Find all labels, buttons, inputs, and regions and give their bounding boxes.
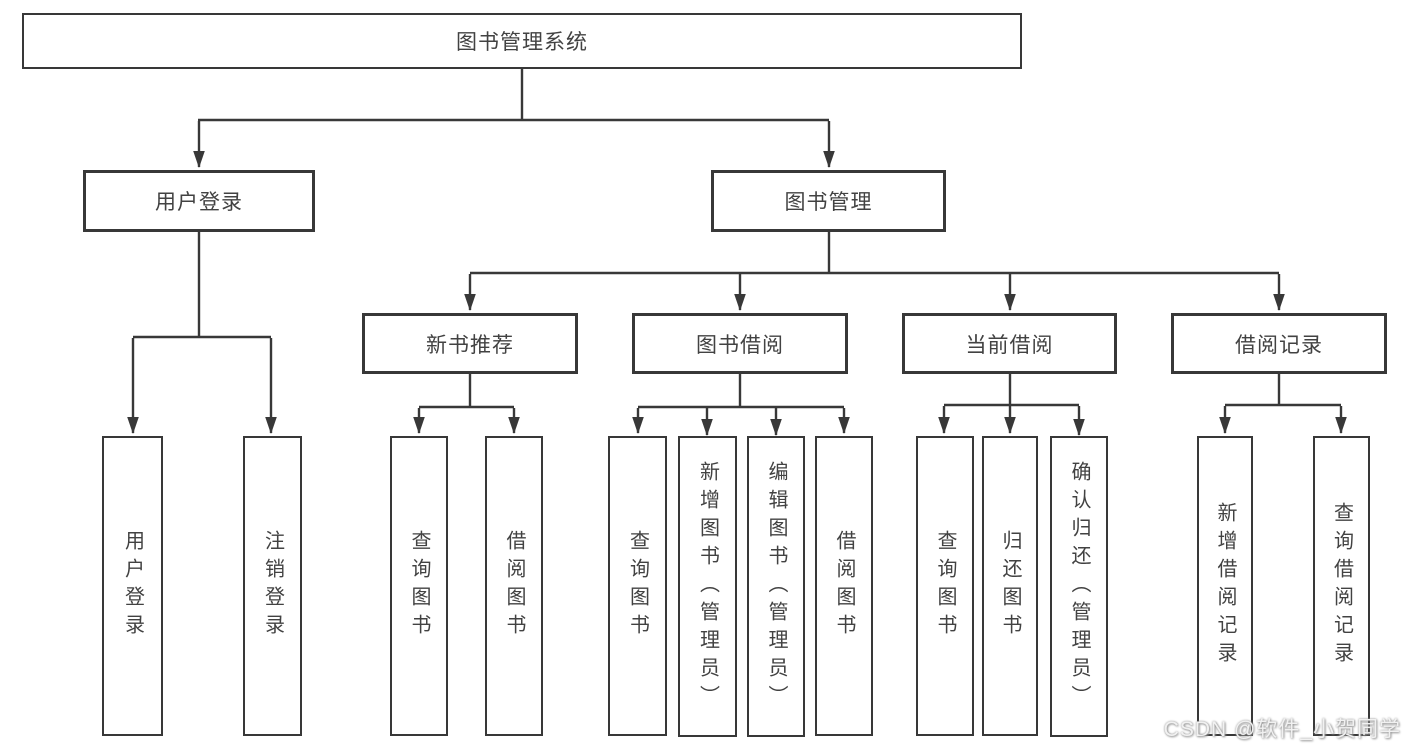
node-label: 注销登录	[261, 530, 284, 642]
node-label: 查询图书	[934, 530, 956, 642]
node-label: 新书推荐	[426, 333, 514, 357]
node-book-borrowing: 图书借阅	[632, 313, 848, 374]
leaf-add-borrow-record: 新增借阅记录	[1197, 436, 1253, 736]
leaf-add-book-admin: 新增图书（管理员）	[678, 436, 737, 737]
node-label: 图书借阅	[696, 333, 784, 357]
node-label: 新增图书（管理员）	[696, 460, 719, 713]
node-label: 借阅记录	[1235, 333, 1323, 357]
leaf-confirm-return-admin: 确认归还（管理员）	[1050, 436, 1108, 737]
node-label: 查询借阅记录	[1330, 502, 1353, 670]
node-new-book-recommend: 新书推荐	[362, 313, 578, 374]
node-label: 当前借阅	[965, 333, 1054, 357]
node-label: 图书管理系统	[456, 31, 588, 54]
node-label: 用户登录	[155, 191, 243, 214]
node-label: 新增借阅记录	[1214, 502, 1236, 670]
leaf-borrow-books-1: 借阅图书	[485, 436, 543, 736]
node-label: 借阅图书	[833, 530, 855, 642]
leaf-edit-book-admin: 编辑图书（管理员）	[747, 436, 805, 737]
node-label: 借阅图书	[503, 530, 525, 642]
node-user-login: 用户登录	[83, 170, 315, 232]
node-label: 查询图书	[408, 530, 430, 642]
node-borrowing-records: 借阅记录	[1171, 313, 1387, 374]
leaf-return-book: 归还图书	[982, 436, 1038, 736]
node-label: 查询图书	[626, 530, 649, 642]
leaf-query-books-3: 查询图书	[916, 436, 974, 736]
leaf-user-login: 用户登录	[102, 436, 163, 736]
leaf-logout: 注销登录	[243, 436, 302, 736]
node-library-management-system: 图书管理系统	[22, 13, 1022, 69]
node-label: 归还图书	[999, 530, 1021, 642]
leaf-query-borrow-record: 查询借阅记录	[1313, 436, 1370, 736]
leaf-query-books-1: 查询图书	[390, 436, 448, 736]
node-current-borrowing: 当前借阅	[902, 313, 1117, 374]
node-label: 用户登录	[121, 530, 144, 642]
node-book-management: 图书管理	[711, 170, 946, 232]
node-label: 确认归还（管理员）	[1068, 460, 1090, 713]
leaf-borrow-books-2: 借阅图书	[815, 436, 873, 736]
node-label: 编辑图书（管理员）	[765, 460, 787, 713]
node-label: 图书管理	[784, 191, 873, 214]
leaf-query-books-2: 查询图书	[608, 436, 667, 736]
